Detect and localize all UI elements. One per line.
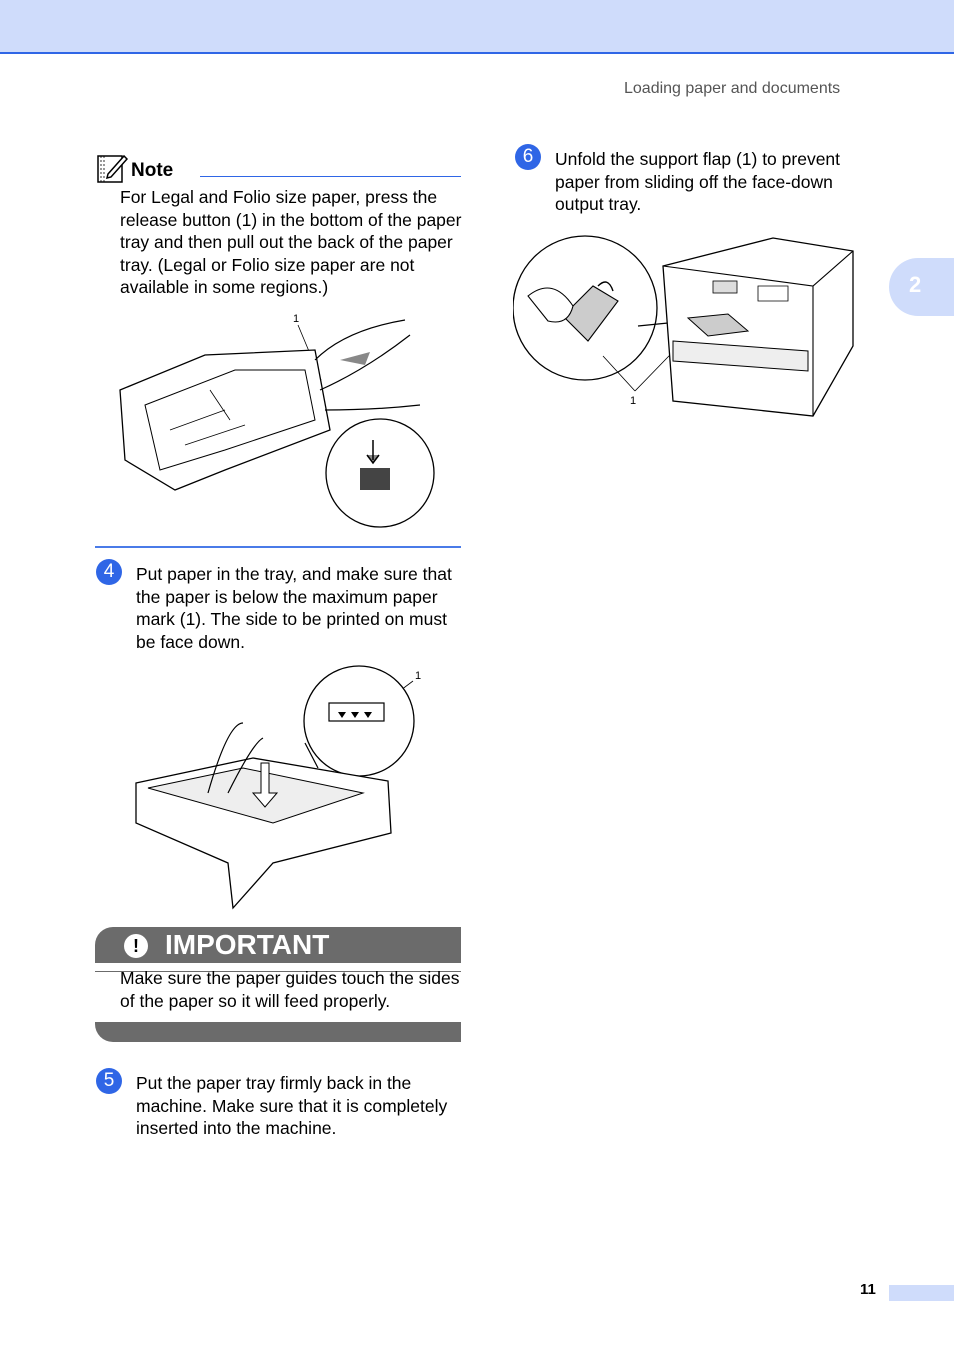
load-paper-illustration: 1 [135, 665, 421, 910]
header-band [0, 0, 954, 54]
support-flap-illustration: 1 [513, 235, 854, 417]
note-bottom-rule [95, 546, 461, 548]
step-4-badge: 4 [96, 559, 122, 585]
important-body: Make sure the paper guides touch the sid… [120, 968, 460, 1011]
step-6-text: Unfold the support flap (1) to prevent p… [555, 149, 841, 214]
step-6-badge: 6 [515, 144, 541, 170]
chapter-tab: 2 [889, 258, 954, 316]
running-title: Loading paper and documents [624, 80, 841, 97]
chapter-number: 2 [909, 272, 922, 297]
footer-band [889, 1285, 954, 1301]
step-5-text: Put the paper tray firmly back in the ma… [136, 1073, 448, 1138]
note-rule [200, 176, 461, 177]
note-pencil-icon [96, 152, 129, 189]
step-5-badge: 5 [96, 1068, 122, 1094]
important-banner [95, 927, 461, 963]
important-bottom-bar [95, 1022, 461, 1042]
note-callout: 1 [293, 313, 299, 325]
step-6-callout: 1 [630, 395, 636, 407]
important-rule [95, 971, 461, 972]
note-title: Note [131, 160, 174, 181]
page-number: 11 [860, 1281, 876, 1298]
important-title: IMPORTANT [165, 929, 330, 960]
step-4-text: Put paper in the tray, and make sure tha… [136, 564, 452, 652]
exclamation-icon: ! [124, 934, 148, 958]
tray-release-illustration: 1 [119, 313, 435, 528]
step-4-callout: 1 [415, 670, 421, 682]
note-body: For Legal and Folio size paper, press th… [120, 187, 462, 297]
